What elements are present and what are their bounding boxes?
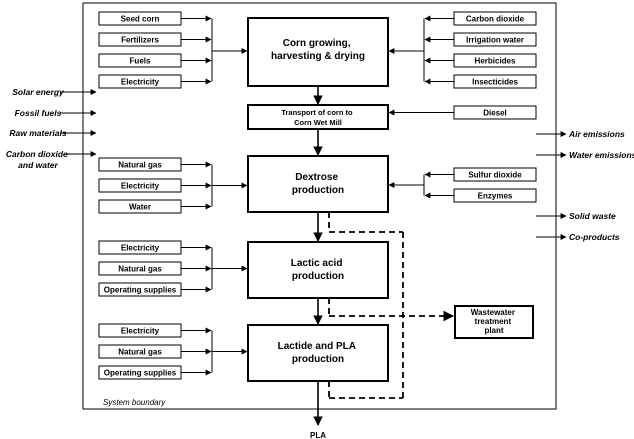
input-label: Enzymes — [478, 192, 513, 201]
pla-left-inputs: Electricity Natural gas Operating suppli… — [98, 323, 248, 380]
wastewater-treatment-plant — [454, 305, 534, 339]
wastewater-dashed-flows — [328, 212, 455, 399]
lactic-acid-label: Lactic acid production — [291, 258, 345, 282]
output-air-emissions: Air emissions — [568, 129, 625, 139]
lactic-acid-process — [247, 241, 389, 299]
input-label: Carbon dioxide — [466, 15, 525, 24]
system-boundary — [82, 2, 557, 410]
input-label: Natural gas — [118, 265, 162, 274]
dextrose-label: Dextrose production — [292, 172, 344, 196]
external-input-fossil-fuels: Fossil fuels — [15, 108, 62, 118]
pla-product-label: PLA — [310, 431, 326, 439]
lactic-left-inputs: Electricity Natural gas Operating suppli… — [98, 240, 248, 297]
input-label: Natural gas — [118, 348, 162, 357]
input-label: Fertilizers — [121, 36, 159, 45]
pla-process-label: Lactide and PLA production — [278, 341, 359, 365]
input-label: Electricity — [121, 182, 160, 191]
transport-process — [247, 104, 389, 130]
output-co-products: Co-products — [569, 232, 620, 242]
system-outputs: Air emissions Water emissions Solid wast… — [536, 129, 634, 242]
pla-process — [247, 324, 389, 382]
external-input-raw-materials: Raw materials — [9, 128, 66, 138]
input-label: Water — [129, 203, 151, 212]
input-label: Electricity — [121, 327, 160, 336]
input-label: Insecticides — [472, 78, 518, 87]
input-label: Operating supplies — [104, 286, 177, 295]
transport-label: Transport of corn to Corn Wet Mill — [281, 108, 354, 127]
input-label: Fuels — [130, 57, 151, 66]
input-label: Herbicides — [475, 57, 516, 66]
system-boundary-label: System boundary — [103, 398, 166, 407]
external-input-carbon-dioxide-water: Carbon dioxide and water — [6, 149, 70, 170]
output-water-emissions: Water emissions — [569, 150, 634, 160]
corn-growing-label: Corn growing, harvesting & drying — [271, 38, 365, 62]
input-label: Operating supplies — [104, 369, 177, 378]
input-label: Irrigation water — [466, 36, 524, 45]
corn-right-inputs: Carbon dioxide Irrigation water Herbicid… — [388, 11, 537, 89]
input-label: Electricity — [121, 78, 160, 87]
wastewater-treatment-label: Wastewater treatment plant — [471, 308, 517, 335]
input-label: Diesel — [483, 109, 507, 118]
dextrose-right-inputs: Sulfur dioxide Enzymes — [388, 167, 537, 203]
output-solid-waste: Solid waste — [569, 211, 616, 221]
dextrose-left-inputs: Natural gas Electricity Water — [98, 157, 248, 214]
external-inputs: Solar energy Fossil fuels Raw materials … — [6, 87, 97, 170]
input-label: Sulfur dioxide — [468, 171, 522, 180]
input-label: Seed corn — [121, 15, 160, 24]
corn-left-inputs: Seed corn Fertilizers Fuels Electricity — [98, 11, 248, 89]
input-label: Natural gas — [118, 161, 162, 170]
input-label: Electricity — [121, 244, 160, 253]
dextrose-process — [247, 155, 389, 213]
external-input-solar-energy: Solar energy — [12, 87, 65, 97]
transport-right-inputs: Diesel — [388, 105, 537, 120]
